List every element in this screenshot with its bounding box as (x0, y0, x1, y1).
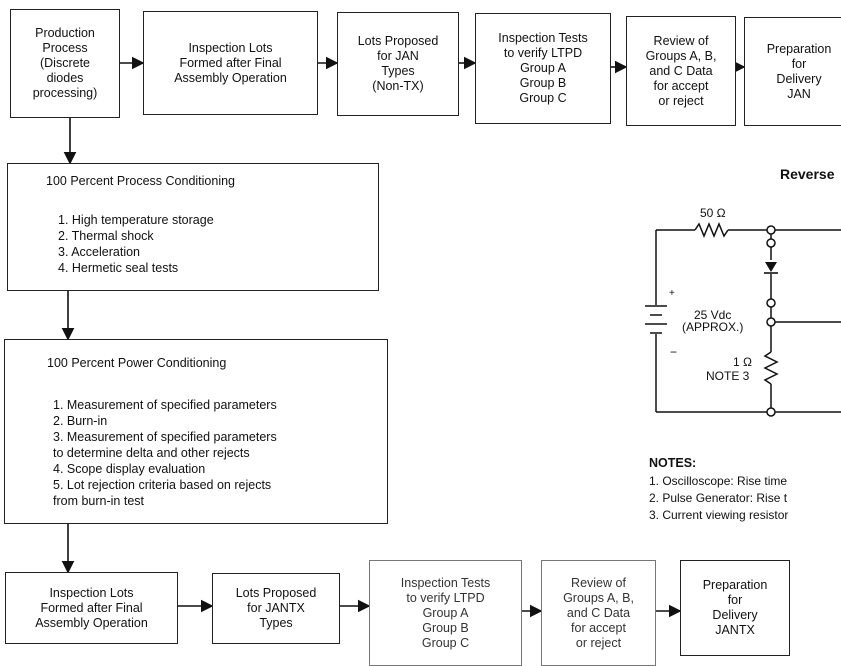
flow-box-inspection-tests-jantx: Inspection Tests to verify LTPD Group A … (369, 560, 522, 666)
note3-label: NOTE 3 (706, 369, 750, 383)
list-item: 3. Measurement of specified parameters t… (53, 430, 277, 460)
note-item: 1. Oscilloscope: Rise time (649, 474, 788, 488)
note-item: 2. Pulse Generator: Rise t (649, 491, 788, 505)
note-item: 3. Current viewing resistor (649, 508, 789, 522)
list-item: 1. High temperature storage (58, 213, 214, 227)
flow-box-inspection-tests: Inspection Tests to verify LTPD Group A … (475, 13, 611, 124)
process-conditioning-box: 100 Percent Process Conditioning 1. High… (7, 163, 379, 291)
battery-plus-label: + (669, 288, 675, 299)
list-item: 4. Scope display evaluation (53, 462, 206, 476)
flow-box-inspection-lots-jantx: Inspection Lots Formed after Final Assem… (5, 572, 178, 644)
voltage-label: 25 Vdc (APPROX.) (682, 308, 744, 334)
flow-box-review-data: Review of Groups A, B, and C Data for ac… (626, 16, 736, 126)
list-item: 5. Lot rejection criteria based on rejec… (53, 478, 272, 508)
flow-box-inspection-lots: Inspection Lots Formed after Final Assem… (143, 11, 318, 115)
process-conditioning-title: 100 Percent Process Conditioning (46, 174, 236, 188)
flow-box-review-data-jantx: Review of Groups A, B, and C Data for ac… (541, 560, 656, 666)
power-conditioning-list: 1. Measurement of specified parameters 2… (53, 397, 277, 509)
process-conditioning-list: 1. High temperature storage 2. Thermal s… (58, 212, 214, 276)
flow-box-production-process: Production Process (Discrete diodes proc… (10, 9, 120, 118)
list-item: 2. Burn-in (53, 414, 108, 428)
list-item: 1. Measurement of specified parameters (53, 398, 277, 412)
list-item: 4. Hermetic seal tests (58, 261, 179, 275)
list-item: 3. Acceleration (58, 245, 140, 259)
resistor-50-label: 50 Ω (700, 206, 726, 220)
diode-symbol (764, 262, 778, 274)
resistor-1-label: 1 Ω (733, 355, 752, 369)
notes-heading: NOTES: (649, 456, 697, 470)
flow-box-lots-proposed-jan: Lots Proposed for JAN Types (Non-TX) (337, 12, 459, 116)
flow-box-preparation-jan: Preparation for Delivery JAN (744, 17, 841, 126)
flow-box-lots-proposed-jantx: Lots Proposed for JANTX Types (212, 573, 340, 644)
flow-box-preparation-jantx: Preparation for Delivery JANTX (680, 560, 790, 656)
power-conditioning-title: 100 Percent Power Conditioning (47, 356, 227, 370)
power-conditioning-box: 100 Percent Power Conditioning 1. Measur… (4, 339, 388, 524)
battery-minus-label: − (670, 345, 678, 359)
circuit-title: Reverse (780, 166, 835, 182)
list-item: 2. Thermal shock (58, 229, 154, 243)
